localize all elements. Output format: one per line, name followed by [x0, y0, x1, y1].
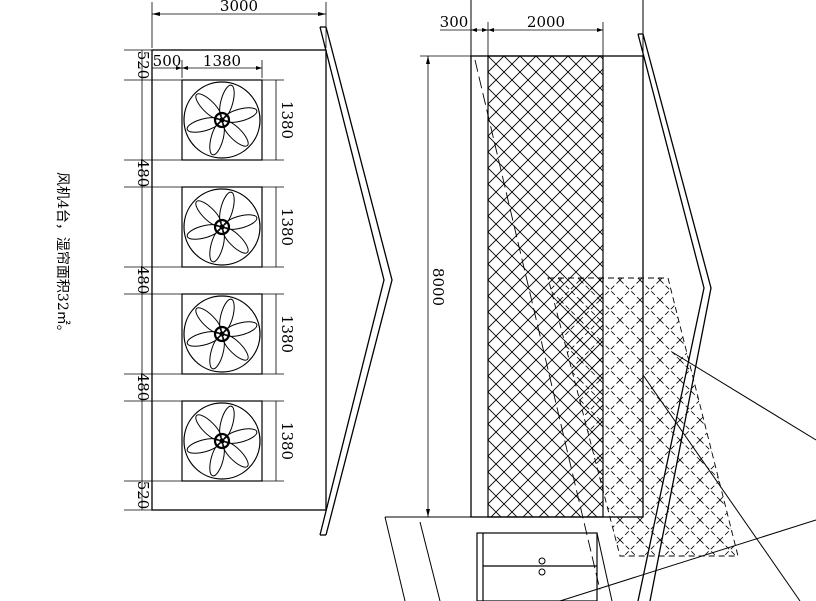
right-view: 300 2000 8000 [384, 0, 816, 601]
dim-fan-offset: 500 1380 [152, 52, 263, 78]
fan-icon [181, 79, 263, 161]
dim-row-chain: 520 480 480 480 520 [124, 49, 182, 511]
dim-pad-width-label: 2000 [527, 13, 565, 31]
fan-icon [181, 186, 263, 268]
dim-row-label-4: 480 [134, 373, 152, 402]
dim-total-width-label: 3000 [220, 0, 258, 15]
dim-total-width: 3000 [151, 0, 327, 48]
sloped-pad-area [547, 277, 739, 557]
dim-row-label-5: 520 [134, 481, 152, 510]
fan-note-text: 风机4台，湿帘面积32㎡。 [54, 172, 70, 339]
roof-outline-right [637, 33, 712, 601]
left-view: 3000 500 1380 520 480 480 4 [124, 0, 393, 536]
roof-outline-left [319, 26, 393, 536]
dim-fan-height-4: 1380 [278, 422, 296, 460]
dim-fan-width-label: 1380 [203, 52, 241, 70]
dim-pad-top: 300 2000 [440, 13, 604, 56]
fan-icon [181, 400, 263, 482]
dim-row-label-1: 520 [134, 51, 152, 80]
cabinet-knob-icon [538, 557, 546, 565]
dashed-guide-line [474, 59, 601, 591]
cabinet-knob-icon [538, 568, 546, 576]
dim-pad-offset-label: 300 [440, 13, 469, 31]
fan-wall-outline [151, 49, 327, 511]
dim-row-label-3: 480 [134, 266, 152, 295]
dim-row-label-2: 480 [134, 159, 152, 188]
pump-cabinet [384, 516, 613, 601]
dim-fan-height-1: 1380 [278, 101, 296, 139]
dim-fan-height-2: 1380 [278, 208, 296, 246]
dim-offset-label: 500 [153, 52, 182, 70]
dim-pad-height-label: 8000 [429, 268, 447, 306]
fan-group [181, 79, 263, 482]
dim-fan-heights: 1380 1380 1380 1380 [262, 79, 296, 482]
fan-icon [181, 293, 263, 375]
dim-pad-height: 8000 [420, 55, 471, 517]
dim-fan-height-3: 1380 [278, 315, 296, 353]
